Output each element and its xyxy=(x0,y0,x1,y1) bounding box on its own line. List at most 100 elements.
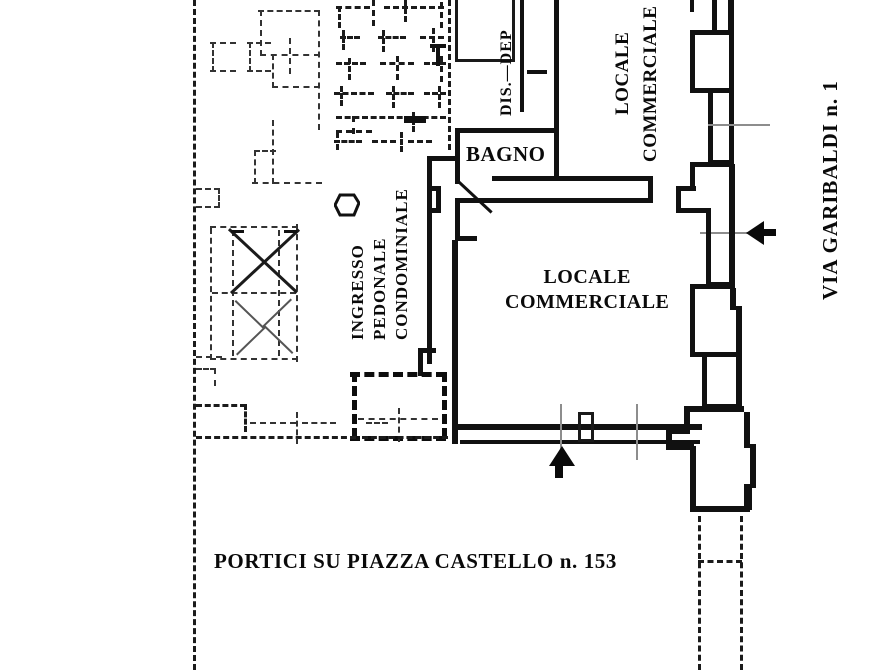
bagno-wall-left xyxy=(455,128,460,184)
courtyard-dash-bottom-2 xyxy=(362,436,448,439)
lower-right-block-right-step2 xyxy=(744,484,752,510)
overlay-detail-33 xyxy=(400,132,403,152)
overlay-detail-17 xyxy=(396,56,399,80)
upper-locale-step-v xyxy=(648,176,653,202)
void-area-left xyxy=(210,228,212,360)
bagno-wall-top xyxy=(455,128,559,133)
right-niche-1-right xyxy=(729,92,734,164)
overlay-detail-7 xyxy=(340,36,360,39)
right-niche-3-right xyxy=(736,356,742,408)
room-label-dis-dep: DIS.—DEP xyxy=(498,29,515,116)
crossed-area-marker xyxy=(227,228,301,295)
overlay-detail-32 xyxy=(336,132,339,150)
courtyard-dash-tick xyxy=(296,412,298,444)
boundary-stub-c xyxy=(196,356,222,358)
corridor-jog-a xyxy=(427,186,441,191)
upper-room-outline-bot xyxy=(272,86,320,88)
overlay-detail-21 xyxy=(424,92,446,95)
courtyard-dash-top xyxy=(196,404,246,407)
room-label-ingresso-line-2: PEDONALE xyxy=(370,237,389,340)
lower-right-block-bottom xyxy=(690,506,750,512)
overlay-detail-2 xyxy=(384,6,444,9)
courtyard-dash-mid xyxy=(250,422,296,424)
right-pilaster-2-left xyxy=(690,162,695,190)
lower-right-block-notch-h2 xyxy=(666,444,694,450)
room-label-locale-commerciale-upper-1: LOCALE xyxy=(612,31,633,115)
lower-right-dash-b xyxy=(740,516,743,670)
facade-top-connector-a xyxy=(712,0,717,30)
overlay-detail-31 xyxy=(408,140,432,143)
lower-right-block-notch-v xyxy=(666,428,672,450)
overlay-detail-11 xyxy=(382,30,385,52)
courtyard-dash-v xyxy=(244,404,247,432)
void-area-top xyxy=(210,226,298,228)
entrance-arrow-bottom-stem xyxy=(555,464,563,478)
entrance-arrow-right-stem xyxy=(762,229,776,236)
courtyard-dash-bottom xyxy=(196,436,356,439)
street-label-via-garibaldi: VIA GARIBALDI n. 1 xyxy=(818,80,842,300)
dimension-tick-bottom-1 xyxy=(560,404,562,452)
upper-room-outline-right xyxy=(318,10,320,130)
overlay-detail-6 xyxy=(440,2,443,28)
lower-right-dash-c xyxy=(698,560,742,563)
entrance-arrow-right xyxy=(746,221,764,245)
corridor-wall-step-low-v xyxy=(418,348,423,376)
overlay-detail-27 xyxy=(352,116,355,134)
right-niche-3-left xyxy=(702,356,707,408)
room-label-locale-commerciale: LOCALE COMMERCIALE xyxy=(505,265,669,315)
right-facade-seg-4b xyxy=(736,306,742,354)
dimension-tick-bottom-2 xyxy=(636,404,638,460)
street-label-portici: PORTICI SU PIAZZA CASTELLO n. 153 xyxy=(214,549,617,573)
overlay-detail-3 xyxy=(338,6,341,28)
corridor-wall-step-low xyxy=(418,348,436,353)
room-label-bagno: BAGNO xyxy=(466,142,546,166)
main-locale-bottom-left-cap xyxy=(452,424,458,444)
bagno-wall-bottom xyxy=(492,176,559,181)
overlay-col-right xyxy=(448,0,451,150)
upper-room-outline-mid xyxy=(260,54,320,56)
overlay-detail-8 xyxy=(378,36,406,39)
right-pilaster-1-right xyxy=(729,30,734,92)
right-pilaster-2-step-v xyxy=(676,186,681,212)
overlay-detail-10 xyxy=(342,30,345,50)
right-facade-seg-4 xyxy=(730,288,736,310)
void-area-right xyxy=(296,224,298,362)
overlay-detail-23 xyxy=(392,86,395,108)
bagno-door-swing xyxy=(456,180,493,214)
corridor-jog-b xyxy=(436,186,441,212)
heavy-dashed-block-left xyxy=(352,372,357,438)
dimension-tick-right-1 xyxy=(708,124,770,126)
overlay-detail-5 xyxy=(404,0,407,22)
main-locale-wall-left-lower xyxy=(452,240,458,430)
right-pilaster-3-bot xyxy=(690,352,742,357)
overlay-detail-22 xyxy=(340,86,343,106)
boundary-stub-e xyxy=(218,188,220,208)
courtyard-dash-mid2 xyxy=(302,422,336,424)
upper-room-outline-left xyxy=(260,10,262,56)
bottom-wall-pier xyxy=(578,412,594,442)
dis-dep-tick xyxy=(527,70,547,74)
crossed-area-marker-lower xyxy=(234,298,294,356)
courtyard-dash-right xyxy=(366,422,388,424)
overlay-detail-19 xyxy=(334,92,374,95)
upper-room-outline-drop-d xyxy=(254,150,276,152)
lower-right-block-right xyxy=(744,412,750,448)
overlay-detail-1 xyxy=(336,6,370,9)
locale-line-1: LOCALE xyxy=(543,266,631,288)
corridor-wall-right xyxy=(427,156,432,364)
lower-right-dash-a xyxy=(698,516,701,670)
facade-top-connector-b xyxy=(690,0,694,12)
void-area-inner-r xyxy=(278,230,280,356)
main-locale-wall-bottom-inner xyxy=(460,440,700,444)
right-pilaster-1-top xyxy=(690,30,734,35)
right-pilaster-3-left xyxy=(690,284,695,356)
right-pilaster-2-step xyxy=(676,186,696,191)
adjacent-unit-outline-b xyxy=(212,42,214,72)
boundary-stub-a xyxy=(196,368,216,370)
heavy-dashed-block-top xyxy=(350,372,446,377)
corridor-jog-c xyxy=(427,208,441,213)
ingresso-marker-icon xyxy=(334,193,360,217)
adjacent-unit-outline-e xyxy=(249,42,251,72)
void-arrow-ne xyxy=(284,230,297,233)
upper-room-outline-top xyxy=(258,10,320,12)
